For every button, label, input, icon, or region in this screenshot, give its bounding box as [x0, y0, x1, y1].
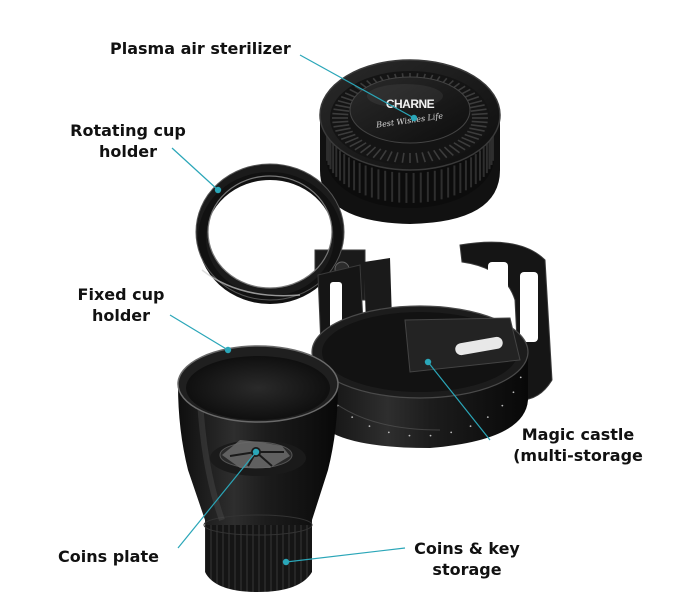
vent-slat [333, 124, 350, 128]
vent-slat [366, 146, 377, 157]
label-coins-plate: Coins plate [58, 546, 159, 567]
vent-slat [469, 104, 485, 109]
vent-slat [332, 112, 349, 116]
vent-slat [332, 120, 349, 124]
rim-dot [368, 425, 371, 428]
label-coins-key-line-2: storage [432, 560, 502, 579]
rim-dot [486, 416, 489, 419]
vent-slat [349, 139, 363, 148]
leader-lines [169, 54, 491, 566]
label-rotating-line-1: Rotating cup [70, 121, 186, 140]
label-coins-plate-text: Coins plate [58, 547, 159, 566]
vent-slat [344, 136, 359, 144]
vent-slat [333, 108, 350, 112]
teal-dot-icon [424, 358, 432, 366]
vent-slat [461, 136, 476, 144]
vent-slat [335, 127, 351, 132]
vent-slat [469, 127, 485, 132]
vent-slat [401, 152, 405, 163]
vent-slat [464, 133, 480, 140]
vent-slat [415, 152, 419, 163]
magic-castle-holder [311, 241, 553, 448]
vent-slat [457, 139, 471, 148]
vent-slat [467, 100, 483, 106]
vent-slat [379, 149, 387, 161]
vent-slat [337, 100, 353, 106]
vent-slat [467, 130, 483, 136]
teal-dot-icon [410, 114, 418, 122]
teal-dot-icon [252, 448, 260, 456]
rim-dot [429, 434, 432, 437]
vent-slat [360, 144, 372, 154]
vent-slat [438, 148, 448, 159]
label-magic-line-1: Magic castle [521, 425, 635, 444]
vent-slat [453, 142, 466, 151]
vent-slat [340, 133, 356, 140]
label-magic-line-2: (multi-storage [513, 446, 643, 465]
vent-slat [394, 152, 399, 163]
vent-slat [421, 152, 426, 163]
vent-slat [354, 142, 367, 151]
rim-dot [387, 431, 390, 434]
vent-slat [386, 151, 393, 162]
rim-dot [519, 376, 522, 379]
vent-slat [471, 112, 488, 116]
rim-dot [501, 404, 504, 407]
label-fixed-cup-holder: Fixed cup holder [56, 284, 186, 326]
label-rotating-line-2: holder [98, 142, 158, 161]
vent-slat [372, 148, 382, 159]
label-plasma-air-sterilizer: Plasma air sterilizer [110, 38, 291, 59]
rim-dot [469, 425, 472, 428]
label-magic-castle: Magic castle (multi-storage [498, 424, 658, 466]
fixed-cup [177, 345, 339, 592]
vent-slat [433, 149, 441, 161]
label-rotating-cup-holder: Rotating cup holder [58, 120, 198, 162]
teal-dot-icon [224, 346, 232, 354]
rim-dot [351, 416, 354, 419]
vent-slat [337, 130, 353, 136]
label-fixed-line-1: Fixed cup [77, 285, 165, 304]
label-coins-key-line-1: Coins & key [414, 539, 520, 558]
label-magic-castle-wrapper: Magic castle (multi-storage [498, 424, 668, 473]
teal-dot-icon [214, 186, 222, 194]
vent-slat [470, 108, 487, 112]
vent-slat [335, 104, 351, 109]
vent-slat [470, 124, 487, 128]
sterilizer-brand: CHARNE [386, 97, 435, 111]
sterilizer-unit: CHARNE Best Wishes Life [319, 59, 501, 224]
vent-slat [427, 151, 434, 162]
rim-dot [512, 391, 515, 394]
rim-dot [408, 434, 411, 437]
label-plasma-text: Plasma air sterilizer [110, 39, 291, 58]
label-coins-key-storage: Coins & key storage [402, 538, 532, 580]
vent-slat [443, 146, 454, 157]
vent-slat [448, 144, 460, 154]
teal-dot-icon [282, 558, 290, 566]
label-fixed-line-2: holder [91, 306, 151, 325]
vent-slat [471, 120, 488, 124]
rim-dot [450, 431, 453, 434]
